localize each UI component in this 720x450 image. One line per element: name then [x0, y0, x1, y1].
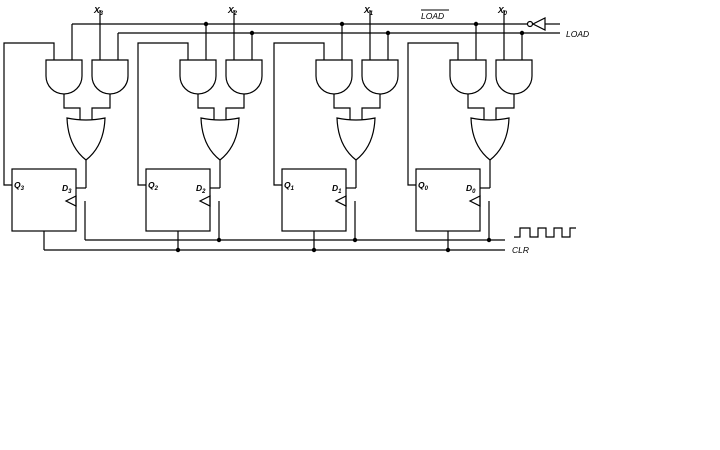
junction-dot	[519, 30, 525, 36]
and-gate-load	[361, 59, 399, 95]
and-gate-load	[225, 59, 263, 95]
input-x3-label: X3	[93, 5, 104, 17]
or-gate	[200, 117, 240, 161]
ff-d2-label: D2	[196, 183, 206, 195]
d-flipflop	[281, 168, 347, 232]
and-gate-hold	[449, 59, 487, 95]
junction-dot	[473, 21, 479, 27]
and-gate-hold	[45, 59, 83, 95]
load-inverter	[526, 17, 560, 31]
ff-q0-label: Q0	[418, 180, 429, 192]
bit-stage-3	[3, 10, 129, 250]
and-gate-load	[91, 59, 129, 95]
junction-dot	[175, 247, 181, 253]
or-gate	[470, 117, 510, 161]
d-flipflop	[11, 168, 77, 232]
junction-dot	[339, 21, 345, 27]
junction-dot	[352, 237, 358, 243]
and-gate-load	[495, 59, 533, 95]
and-gate-hold	[179, 59, 217, 95]
junction-dot	[385, 30, 391, 36]
bit-stage-2	[137, 10, 263, 253]
or-gate	[66, 117, 106, 161]
load-label: LOAD	[566, 29, 589, 39]
ff-q1-label: Q1	[284, 180, 295, 192]
clr-label: CLR	[512, 245, 529, 255]
junction-dot	[445, 247, 451, 253]
junction-dot	[311, 247, 317, 253]
ff-d1-label: D1	[332, 183, 342, 195]
junction-dot	[203, 21, 209, 27]
d-flipflop	[415, 168, 481, 232]
or-gate	[336, 117, 376, 161]
ff-q3-label: Q3	[14, 180, 25, 192]
clock-waveform	[514, 227, 576, 238]
input-x2-label: X2	[227, 5, 238, 17]
load-bar-label: LOAD	[421, 11, 444, 21]
junction-dot	[216, 237, 222, 243]
input-x1-label: X1	[363, 5, 374, 17]
junction-dot	[486, 237, 492, 243]
ff-d0-label: D0	[466, 183, 476, 195]
bit-stage-1	[273, 10, 399, 253]
input-x0-label: X0	[497, 5, 508, 17]
ff-d3-label: D3	[62, 183, 72, 195]
and-gate-hold	[315, 59, 353, 95]
junction-dot	[249, 30, 255, 36]
d-flipflop	[145, 168, 211, 232]
bit-stage-0	[407, 10, 533, 253]
ff-q2-label: Q2	[148, 180, 159, 192]
